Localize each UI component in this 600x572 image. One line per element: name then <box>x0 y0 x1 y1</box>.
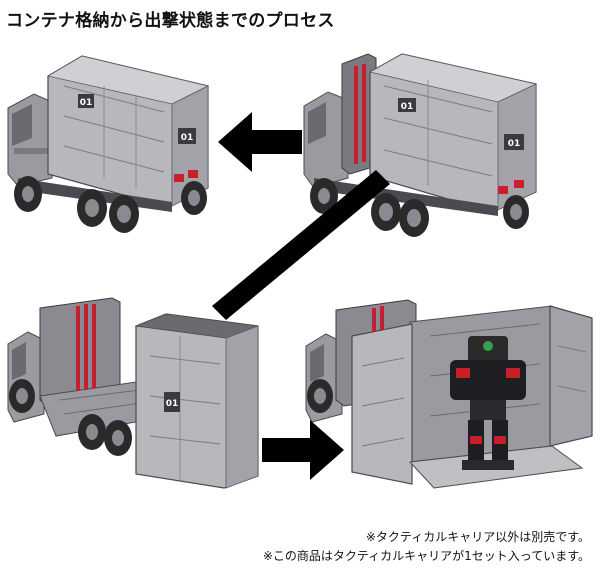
truck-closed-illustration: 01 01 <box>7 55 210 233</box>
photo-container-upright: 01 <box>0 296 272 490</box>
container-upright-illustration: 01 <box>7 297 259 489</box>
container-badge-text-side: 01 <box>508 139 521 149</box>
photo-truck-closed: 01 01 <box>4 46 218 236</box>
container-badge-text: 01 <box>80 98 93 108</box>
photo-container-open-robot <box>300 296 598 492</box>
container-badge-text-side: 01 <box>181 133 194 143</box>
footnote-line: ※この商品はタクティカルキャリアが1セット入っています。 <box>262 549 590 563</box>
footnote-line: ※タクティカルキャリア以外は別売です。 <box>365 530 590 544</box>
page-title: コンテナ格納から出撃状態までのプロセス <box>6 11 335 31</box>
arrow-left-icon <box>218 110 302 174</box>
arrow-right-icon <box>262 420 344 480</box>
container-open-robot-illustration <box>305 299 593 489</box>
container-badge-text: 01 <box>166 399 179 409</box>
container-badge-text: 01 <box>401 102 414 112</box>
footnotes: ※タクティカルキャリア以外は別売です。 ※この商品はタクティカルキャリアが1セッ… <box>263 528 590 566</box>
arrow-diagonal-icon <box>200 170 390 320</box>
